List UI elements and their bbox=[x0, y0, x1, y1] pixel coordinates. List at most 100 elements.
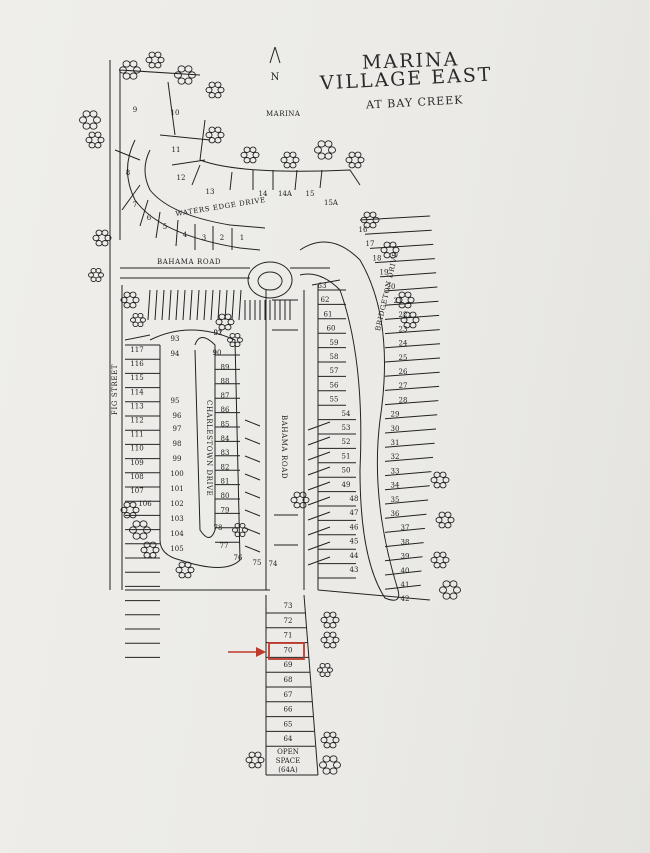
lot-number: 68 bbox=[284, 676, 293, 684]
lot-number: 24 bbox=[399, 340, 408, 348]
lot-number: 89 bbox=[221, 363, 230, 371]
lot-number: 85 bbox=[221, 421, 230, 429]
lot-number: 65 bbox=[284, 720, 293, 728]
map-line bbox=[384, 428, 437, 434]
tree-icon bbox=[290, 491, 310, 509]
lot-number: 92 bbox=[214, 329, 223, 337]
tree-icon bbox=[119, 60, 141, 80]
red-arrow-icon bbox=[228, 647, 266, 657]
map-line bbox=[199, 119, 361, 186]
map-line bbox=[167, 81, 176, 136]
map-line bbox=[374, 258, 435, 264]
tree-icon bbox=[320, 631, 340, 649]
lot-number: 56 bbox=[330, 381, 339, 389]
lot-number: 14A bbox=[278, 190, 293, 198]
map-line bbox=[121, 184, 141, 211]
lot-number: 1 bbox=[240, 234, 244, 242]
lot-number: 19 bbox=[380, 269, 389, 277]
lot-number: 73 bbox=[284, 602, 293, 610]
map-line bbox=[307, 436, 331, 446]
lot-number: 25 bbox=[399, 354, 408, 362]
lot-number: 60 bbox=[327, 325, 336, 333]
tree-icon bbox=[245, 751, 265, 769]
lot-number: 47 bbox=[350, 509, 359, 517]
map-line bbox=[175, 289, 179, 321]
map-line bbox=[384, 414, 438, 420]
lot-number: 114 bbox=[130, 388, 144, 396]
lot-number: 112 bbox=[130, 417, 143, 425]
tree-icon bbox=[314, 140, 336, 160]
lot-number: 35 bbox=[391, 496, 400, 504]
lot-number: 51 bbox=[342, 452, 351, 460]
map-line bbox=[307, 541, 331, 551]
tree-icon bbox=[439, 580, 461, 600]
lot-number: 28 bbox=[399, 396, 408, 404]
map-line bbox=[159, 134, 211, 141]
lot-number: 99 bbox=[173, 455, 182, 463]
lot-number: 116 bbox=[130, 360, 144, 368]
map-line bbox=[175, 219, 179, 247]
lot-number: 10 bbox=[171, 109, 180, 117]
map-line bbox=[161, 289, 165, 321]
map-line bbox=[307, 451, 331, 461]
lot-number: 59 bbox=[330, 339, 339, 347]
map-line bbox=[307, 511, 331, 521]
tree-icon bbox=[205, 81, 225, 99]
lot-number: 110 bbox=[130, 445, 143, 453]
lot-number: 58 bbox=[330, 353, 339, 361]
north-arrow-icon: N bbox=[268, 45, 282, 83]
tree-icon bbox=[129, 520, 151, 540]
lot-number: 76 bbox=[234, 554, 243, 562]
tree-icon bbox=[319, 755, 341, 775]
map-line bbox=[144, 149, 266, 229]
lot-number: 87 bbox=[221, 392, 230, 400]
tree-icon bbox=[430, 471, 450, 489]
map-line bbox=[307, 481, 331, 491]
map-line bbox=[384, 584, 421, 590]
map-line bbox=[229, 171, 233, 191]
lot-number: 36 bbox=[391, 510, 400, 518]
tree-icon bbox=[215, 313, 235, 331]
map-line bbox=[171, 159, 206, 166]
map-line bbox=[384, 456, 434, 462]
lot-number: 44 bbox=[350, 552, 359, 560]
tree-icon bbox=[120, 291, 140, 309]
map-line bbox=[384, 371, 440, 377]
map-line bbox=[384, 527, 426, 533]
tree-icon bbox=[140, 541, 160, 559]
map-line bbox=[384, 513, 427, 519]
tree-icon bbox=[205, 126, 225, 144]
lot-number: 52 bbox=[342, 438, 351, 446]
map-line bbox=[244, 545, 261, 553]
lot-number: 95 bbox=[171, 397, 180, 405]
lot-number: 22 bbox=[399, 311, 408, 319]
lot-number: 105 bbox=[170, 545, 183, 553]
map-line bbox=[369, 243, 434, 249]
tree-clusters bbox=[79, 51, 461, 775]
lot-number: 94 bbox=[171, 350, 180, 358]
marina-label: MARINA bbox=[266, 110, 301, 118]
tree-icon bbox=[395, 291, 415, 309]
lot-number: 96 bbox=[173, 412, 182, 420]
tree-icon bbox=[120, 501, 140, 519]
map-line bbox=[244, 491, 261, 499]
map-line bbox=[384, 442, 435, 448]
lot-number: 72 bbox=[284, 617, 293, 625]
lot-number: 104 bbox=[170, 530, 184, 538]
tree-icon bbox=[345, 151, 365, 169]
lot-number: 115 bbox=[130, 374, 143, 382]
map-line bbox=[307, 556, 331, 566]
map-line bbox=[307, 496, 331, 506]
lot-number: 111 bbox=[130, 431, 143, 439]
tree-icon bbox=[175, 561, 195, 579]
lot-number: 78 bbox=[214, 524, 223, 532]
lot-number: 84 bbox=[221, 435, 230, 443]
tree-icon bbox=[320, 611, 340, 629]
lot-number: 16 bbox=[359, 226, 368, 234]
lot-number: 37 bbox=[401, 524, 410, 532]
lot-number: 2 bbox=[220, 234, 224, 242]
lot-number: 93 bbox=[171, 335, 180, 343]
map-line bbox=[319, 169, 323, 189]
map-line bbox=[384, 485, 430, 491]
street-label-bahama-road: BAHAMA ROAD bbox=[157, 258, 222, 266]
